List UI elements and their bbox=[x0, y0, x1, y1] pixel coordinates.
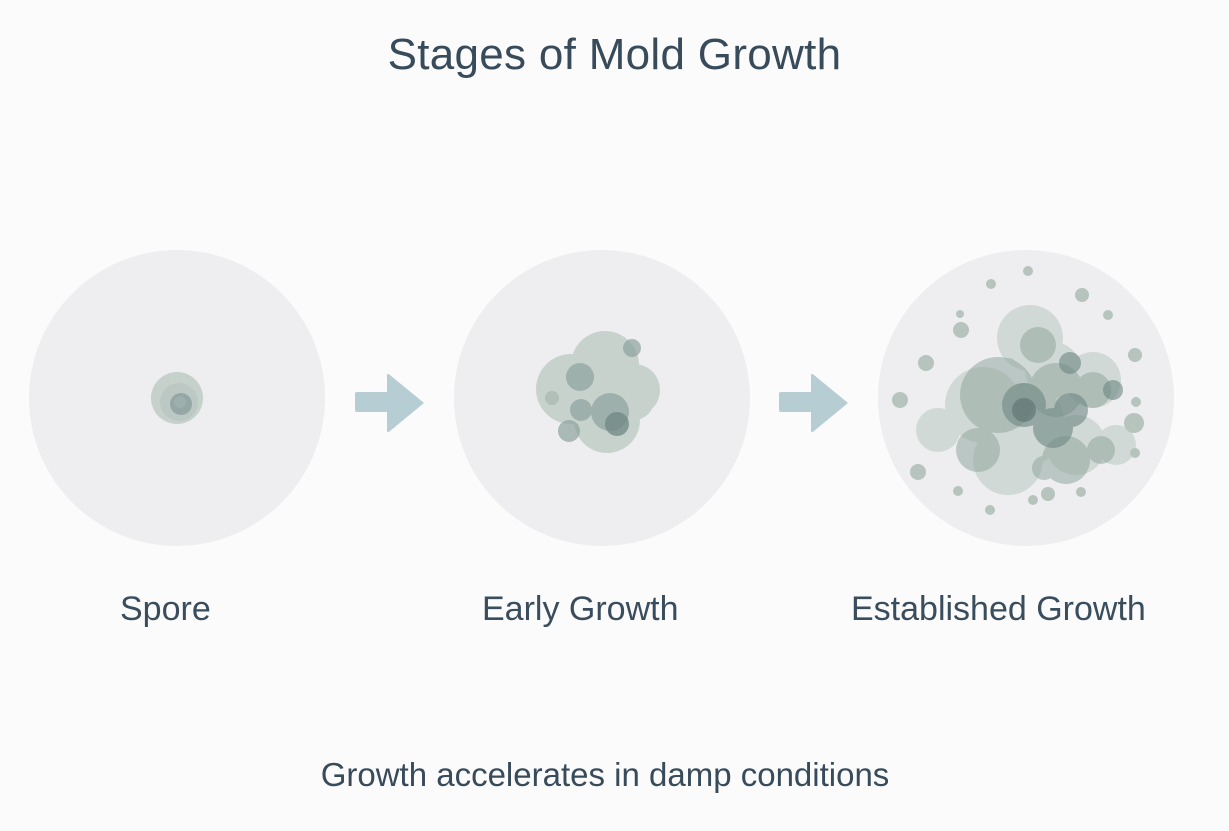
stage-label-early-growth: Early Growth bbox=[482, 590, 679, 628]
established-growth-dish bbox=[878, 250, 1174, 546]
early-growth-dish bbox=[452, 250, 750, 546]
single-spore-petri-dish-icon bbox=[29, 250, 325, 546]
diagram-title: Stages of Mold Growth bbox=[387, 30, 842, 79]
diagram-caption: Growth accelerates in damp conditions bbox=[320, 756, 890, 793]
stage-label-spore: Spore bbox=[120, 590, 211, 628]
arrow-right-icon bbox=[353, 370, 427, 436]
stage-label-established-growth: Established Growth bbox=[851, 590, 1146, 628]
arrow-right-icon bbox=[777, 370, 851, 436]
spore-dish bbox=[29, 250, 325, 546]
small-colony-petri-dish-icon bbox=[454, 250, 750, 546]
large-colony-petri-dish-icon bbox=[878, 250, 1174, 546]
